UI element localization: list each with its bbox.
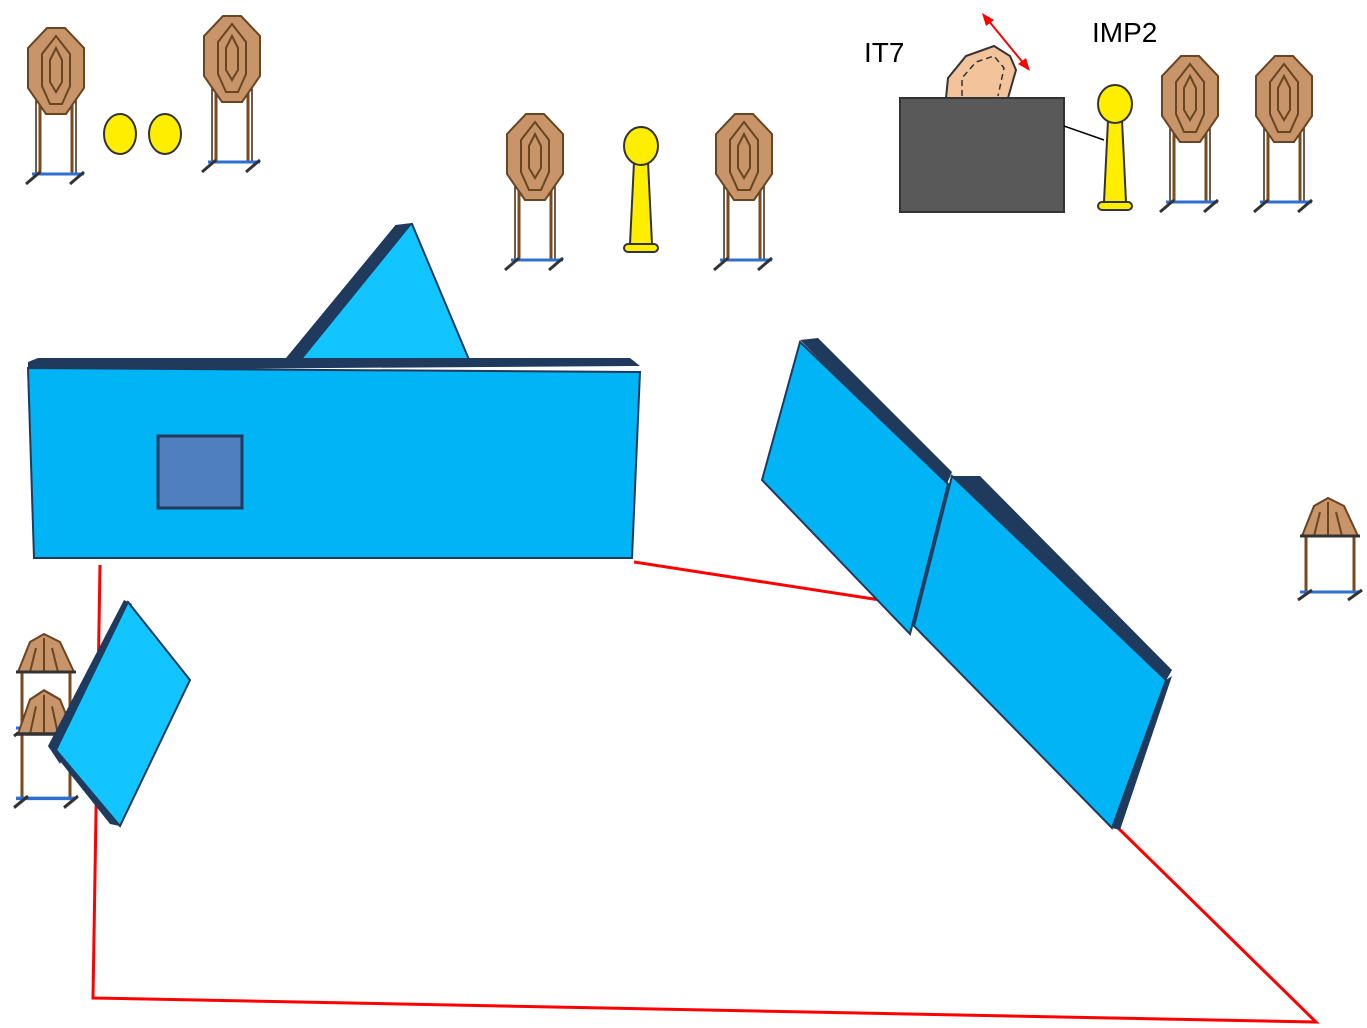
wall-triangle — [281, 222, 472, 363]
target-top-right-2 — [1252, 54, 1314, 214]
label-popper: IMP2 — [1092, 17, 1157, 48]
wall-left-angled — [48, 600, 192, 828]
popper-activator-wire — [1063, 125, 1105, 141]
wall-main — [26, 358, 642, 559]
wall-window — [156, 434, 244, 510]
no-shoot-target — [944, 44, 1018, 99]
target-top-right-1 — [1158, 54, 1220, 214]
steel-plate-1 — [103, 113, 137, 155]
popper-imp2 — [1097, 84, 1133, 211]
target-top-left-1 — [24, 26, 86, 186]
target-top-left-2 — [200, 14, 262, 174]
target-right-side — [1296, 496, 1364, 602]
target-top-center-2 — [712, 112, 774, 272]
wall-right-upper — [760, 338, 952, 636]
popper-center — [623, 126, 659, 253]
steel-plate-2 — [148, 113, 182, 155]
label-moving-target: IT7 — [864, 37, 904, 68]
barrel-box — [899, 97, 1065, 213]
target-top-center-1 — [503, 112, 565, 272]
movement-arrow-icon — [982, 13, 1030, 71]
wall-right-lower — [912, 474, 1172, 830]
